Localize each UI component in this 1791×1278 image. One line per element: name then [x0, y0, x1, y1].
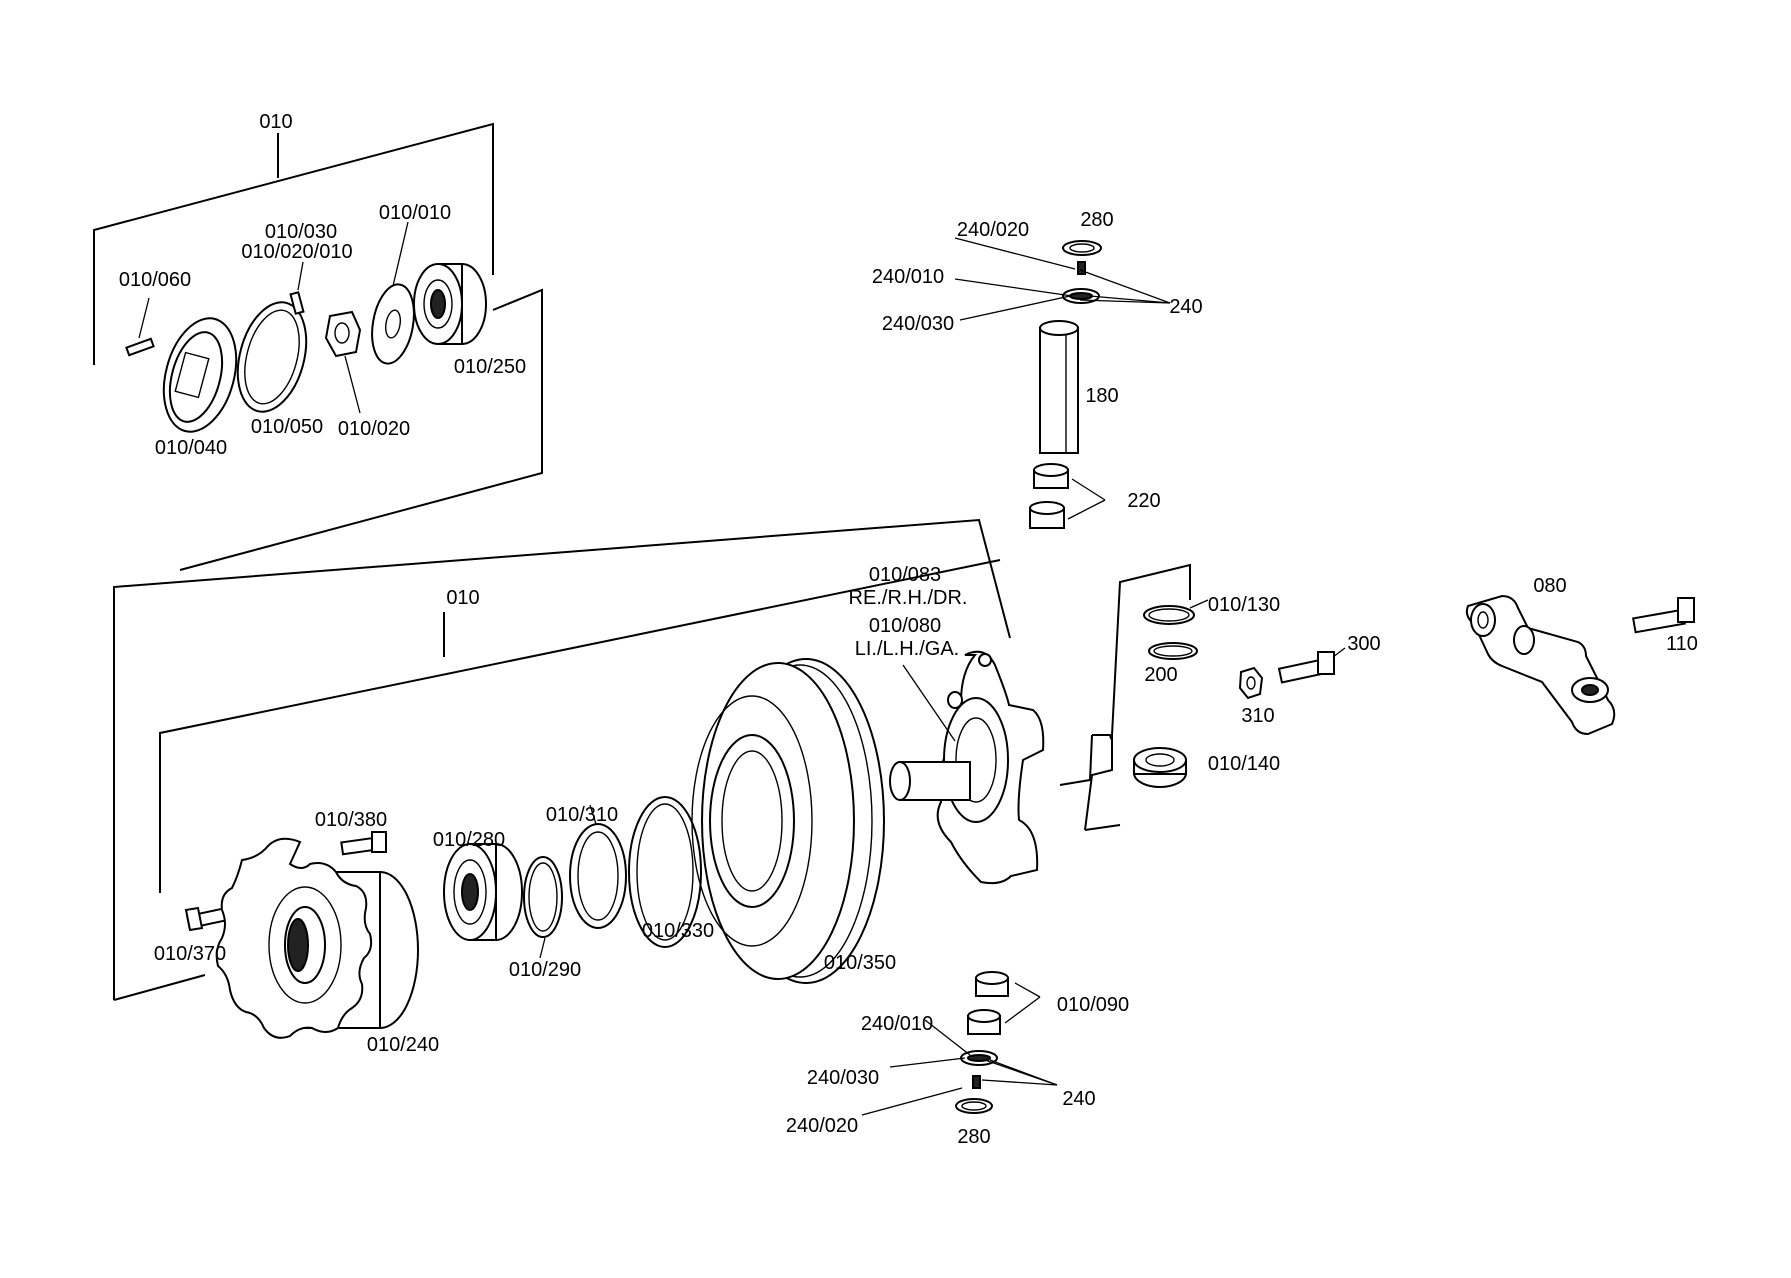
label-110: 110 — [1666, 633, 1698, 655]
label-240-030-top: 240/030 — [882, 313, 954, 335]
brake-disc-010-350 — [691, 658, 885, 984]
label-080: 080 — [1533, 575, 1566, 597]
label-240-bot: 240 — [1062, 1088, 1095, 1110]
seal-010-310 — [569, 804, 627, 929]
pin-240-top — [1077, 261, 1086, 275]
label-240-010-top: 240/010 — [872, 266, 944, 288]
ring-200 — [1148, 642, 1198, 660]
label-010-040: 010/040 — [155, 437, 227, 459]
hub-010-240 — [215, 837, 419, 1039]
label-010-090: 010/090 — [1057, 994, 1129, 1016]
king-pin-180 — [1039, 320, 1079, 454]
bolt-300 — [1277, 647, 1346, 684]
nut-010-020 — [324, 310, 362, 414]
label-240-010-bot: 240/010 — [861, 1013, 933, 1035]
label-010-330: 010/330 — [642, 920, 714, 942]
steering-arm-080 — [1465, 594, 1616, 736]
label-group-top: 010 — [259, 111, 292, 133]
label-010-020-010: 010/020/010 — [241, 241, 352, 263]
bolt-010-380 — [340, 831, 387, 856]
label-200: 200 — [1144, 664, 1177, 686]
label-010-083: 010/083 — [869, 564, 941, 586]
bushing-010-090 — [967, 971, 1009, 1035]
steering-knuckle-010-080 — [889, 650, 1045, 885]
bolt-110 — [1632, 597, 1695, 634]
label-280-bot: 280 — [957, 1126, 990, 1148]
bolt-010-060 — [125, 297, 155, 357]
washer-010-010 — [371, 221, 415, 365]
label-240-top: 240 — [1169, 296, 1202, 318]
label-010-140: 010/140 — [1208, 753, 1280, 775]
label-220: 220 — [1127, 490, 1160, 512]
label-010-370: 010/370 — [154, 943, 226, 965]
label-180: 180 — [1085, 385, 1118, 407]
nut-310 — [1238, 666, 1264, 700]
label-010-380: 010/380 — [315, 809, 387, 831]
label-010-250: 010/250 — [454, 356, 526, 378]
label-010-010: 010/010 — [379, 202, 451, 224]
label-re-rh-dr: RE./R.H./DR. — [849, 587, 968, 609]
seal-280-top — [1062, 240, 1102, 256]
label-010-020: 010/020 — [338, 418, 410, 440]
label-010-030: 010/030 — [265, 221, 337, 243]
gasket-010-050 — [236, 301, 308, 413]
seal-280-bottom — [955, 1098, 993, 1114]
label-010-310: 010/310 — [546, 804, 618, 826]
cover-010-040 — [162, 317, 238, 433]
disc-240-030-top — [1062, 288, 1100, 304]
label-010-050: 010/050 — [251, 416, 323, 438]
ring-010-290 — [523, 856, 563, 959]
label-010-240: 010/240 — [367, 1034, 439, 1056]
seal-010-330 — [628, 796, 702, 948]
label-010-290: 010/290 — [509, 959, 581, 981]
label-010-280: 010/280 — [433, 829, 505, 851]
label-010-350: 010/350 — [824, 952, 896, 974]
bushing-220 — [1029, 463, 1069, 529]
label-li-lh-ga: LI./L.H./GA. — [855, 638, 959, 660]
group-frame-main — [113, 518, 1191, 1001]
label-240-030-bot: 240/030 — [807, 1067, 879, 1089]
label-010-060: 010/060 — [119, 269, 191, 291]
label-280-top: 280 — [1080, 209, 1113, 231]
label-group-main: 010 — [446, 587, 479, 609]
bolt-010-370 — [184, 906, 230, 932]
bearing-010-250 — [413, 263, 487, 345]
label-240-020-bot: 240/020 — [786, 1115, 858, 1137]
screw-010-030 — [289, 261, 305, 315]
label-310: 310 — [1241, 705, 1274, 727]
washer-010-140 — [1133, 747, 1187, 788]
label-010-080: 010/080 — [869, 615, 941, 637]
group-frame-top — [93, 122, 543, 571]
part-labels: 010 010 010/010 010/030 010/020/010 010/… — [119, 111, 1698, 1148]
seal-010-130 — [1143, 599, 1209, 625]
leader-lines — [861, 237, 1171, 1116]
label-010-130: 010/130 — [1208, 594, 1280, 616]
pin-240-bottom — [972, 1075, 981, 1089]
label-300: 300 — [1347, 633, 1380, 655]
bearing-010-280 — [443, 843, 523, 941]
label-240-020-top: 240/020 — [957, 219, 1029, 241]
